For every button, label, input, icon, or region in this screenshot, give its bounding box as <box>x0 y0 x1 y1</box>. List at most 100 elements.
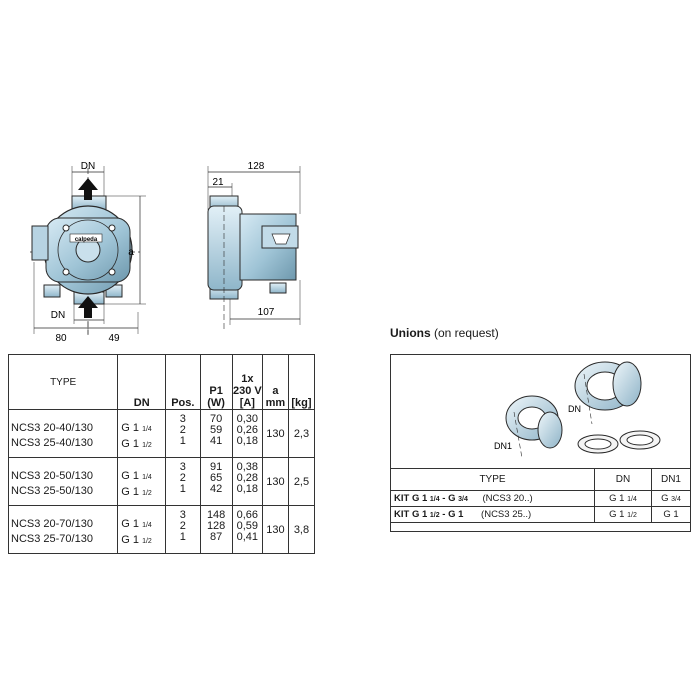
pos-value: 1 <box>179 483 186 495</box>
kit-name: KIT G 1 <box>394 493 428 504</box>
type-cell: NCS3 20-50/130 NCS3 25-50/130 <box>7 457 119 506</box>
p1-cell: 148 128 87 <box>199 505 233 554</box>
table-row: KIT G 1 1/4 - G 3/4 (NCS3 20..) G 1 1/4 … <box>390 490 691 507</box>
pump-spec-table: TYPE DN Pos. P1 (W) 1x 230 V [A] a mm [k… <box>7 354 316 554</box>
a-cell: 130 <box>261 457 289 506</box>
kit-dn1-fraction: 3/4 <box>671 496 681 503</box>
type-name: NCS3 20-50/130 <box>11 470 93 482</box>
kit-dn-fraction: 1/4 <box>627 496 637 503</box>
amp-value: 0,18 <box>236 483 259 495</box>
kit-dn-value: G 1 <box>609 493 625 504</box>
kit-dn1-value: G <box>661 493 669 504</box>
amp-cell: 0,30 0,26 0,18 <box>231 409 263 458</box>
dn-value: G 1 <box>121 518 140 530</box>
front-dim-80: 80 <box>55 333 67 344</box>
p1-value: 87 <box>210 531 223 543</box>
unions-dn-label: DN <box>568 404 581 414</box>
dn-cell: G 1 1/4 G 1 1/2 <box>117 409 167 458</box>
type-cell: NCS3 20-70/130 NCS3 25-70/130 <box>7 505 119 554</box>
front-dim-49: 49 <box>108 333 120 344</box>
amp-value: 0,38 <box>236 461 259 473</box>
kit-tail-fraction: 3/4 <box>458 496 468 503</box>
amp-value: 0,59 <box>236 520 259 532</box>
kit-type-cell: KIT G 1 1/4 - G 3/4 (NCS3 20..) <box>390 490 595 507</box>
p1-value: 65 <box>210 472 223 484</box>
kit-dn1-cell: G 1 <box>651 506 691 523</box>
pos-value: 2 <box>179 424 186 436</box>
kit-dn1-value: G 1 <box>663 509 679 520</box>
type-name: NCS3 20-70/130 <box>11 518 93 530</box>
header-a: a mm <box>261 354 289 410</box>
kit-tail: - G 1 <box>439 509 464 520</box>
a-cell: 130 <box>261 505 289 554</box>
kit-header-row: TYPE DN DN1 <box>390 468 691 491</box>
header-type: TYPE <box>7 354 119 410</box>
dn-value: G 1 <box>121 534 140 546</box>
header-dn: DN <box>117 354 167 410</box>
kit-note: (NCS3 20..) <box>482 493 533 504</box>
amp-value: 0,18 <box>236 435 259 447</box>
table-row: NCS3 20-70/130 NCS3 25-70/130 G 1 1/4 G … <box>7 505 316 554</box>
unions-title-rest: (on request) <box>430 326 499 340</box>
kit-header-dn: DN <box>594 468 652 491</box>
pos-value: 2 <box>179 520 186 532</box>
kit-header-dn1: DN1 <box>651 468 691 491</box>
p1-value: 41 <box>210 435 223 447</box>
kit-dn-fraction: 1/2 <box>627 512 637 519</box>
unions-box <box>390 354 691 532</box>
header-a-line1: a <box>272 385 279 397</box>
dn-fraction: 1/4 <box>142 474 152 481</box>
amp-value: 0,28 <box>236 472 259 484</box>
header-amp-line1: 1x <box>241 373 254 385</box>
kit-name: KIT G 1 <box>394 509 428 520</box>
dn-value: G 1 <box>121 422 140 434</box>
header-p1-line2: (W) <box>207 397 225 409</box>
dn-value: G 1 <box>121 486 140 498</box>
amp-cell: 0,38 0,28 0,18 <box>231 457 263 506</box>
amp-value: 0,26 <box>236 424 259 436</box>
type-name: NCS3 25-70/130 <box>11 533 93 545</box>
dn-fraction: 1/2 <box>142 538 152 545</box>
kit-fraction: 1/2 <box>429 512 440 519</box>
kit-type-cell: KIT G 1 1/2 - G 1 (NCS3 25..) <box>390 506 595 523</box>
table-row: NCS3 20-50/130 NCS3 25-50/130 G 1 1/4 G … <box>7 457 316 506</box>
dn-fraction: 1/2 <box>142 490 152 497</box>
p1-value: 91 <box>210 461 223 473</box>
spec-header-row: TYPE DN Pos. P1 (W) 1x 230 V [A] a mm [k… <box>7 354 316 410</box>
dn-value: G 1 <box>121 470 140 482</box>
a-cell: 130 <box>261 409 289 458</box>
unions-title-bold: Unions <box>390 326 431 340</box>
kit-tail: - G <box>439 493 456 504</box>
pos-value: 3 <box>179 461 186 473</box>
header-amp: 1x 230 V [A] <box>231 354 263 410</box>
p1-cell: 91 65 42 <box>199 457 233 506</box>
unions-dn1-label: DN1 <box>494 441 512 451</box>
kg-cell: 2,5 <box>287 457 316 506</box>
kit-note: (NCS3 25..) <box>481 509 532 520</box>
header-amp-line2: 230 V <box>232 385 262 397</box>
pos-cell: 3 2 1 <box>165 409 201 458</box>
table-row: NCS3 20-40/130 NCS3 25-40/130 G 1 1/4 G … <box>7 409 316 458</box>
pump-drawing: DN DN a 80 49 calpeda 128 21 107 <box>30 161 301 344</box>
front-dn-bottom-label: DN <box>51 310 65 321</box>
dn-value: G 1 <box>121 438 140 450</box>
p1-value: 42 <box>210 483 223 495</box>
dn-fraction: 1/2 <box>142 442 152 449</box>
front-a-label: a <box>128 247 134 258</box>
kg-cell: 2,3 <box>287 409 316 458</box>
dn-cell: G 1 1/4 G 1 1/2 <box>117 505 167 554</box>
flow-arrow-up-icon <box>78 178 98 200</box>
header-a-line2: mm <box>265 397 286 409</box>
side-dim-107: 107 <box>258 307 275 318</box>
unions-kit-table: TYPE DN DN1 KIT G 1 1/4 - G 3/4 (NCS3 20… <box>390 468 691 523</box>
pos-cell: 3 2 1 <box>165 457 201 506</box>
kit-dn1-cell: G 3/4 <box>651 490 691 507</box>
dn-fraction: 1/4 <box>142 522 152 529</box>
unions-title: Unions (on request) <box>390 326 499 340</box>
p1-value: 148 <box>206 509 226 521</box>
type-name: NCS3 25-50/130 <box>11 485 93 497</box>
kg-cell: 3,8 <box>287 505 316 554</box>
header-p1: P1 (W) <box>199 354 233 410</box>
dn-fraction: 1/4 <box>142 426 152 433</box>
table-row: KIT G 1 1/2 - G 1 (NCS3 25..) G 1 1/2 G … <box>390 506 691 523</box>
